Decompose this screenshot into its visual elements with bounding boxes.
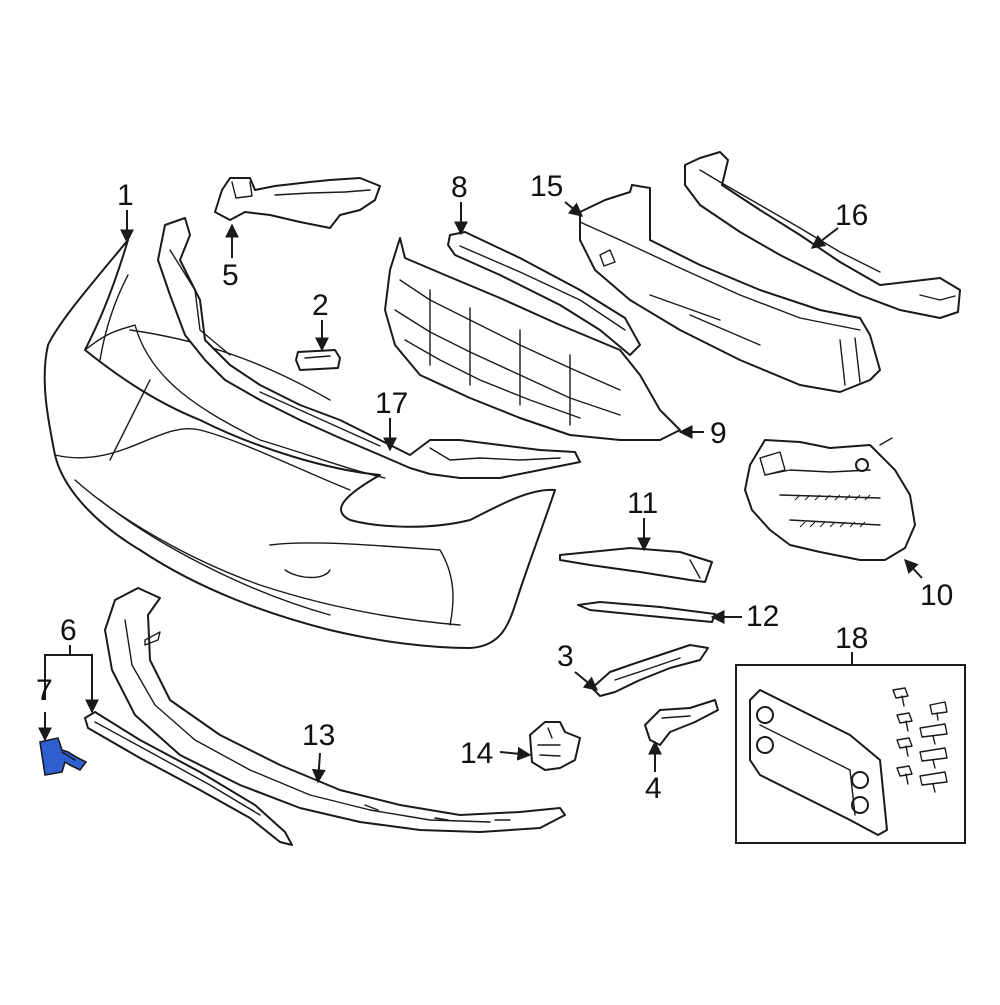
callout-15: 15: [530, 170, 563, 203]
lower-spoiler[interactable]: [104, 587, 566, 833]
callout-4: 4: [645, 772, 662, 805]
lower-grille[interactable]: [384, 237, 681, 441]
callout-3: 3: [557, 640, 574, 673]
callout-18: 18: [835, 622, 868, 655]
fastener-group[interactable]: [892, 687, 948, 793]
callout-labels: 1 2 3 4 5 6 7 8 9 10 11 12 13 14 15 16 1…: [36, 170, 953, 805]
license-plate-bracket[interactable]: [749, 689, 888, 836]
license-plate-kit-box: [735, 664, 966, 844]
callout-9: 9: [710, 417, 727, 450]
callout-14: 14: [460, 737, 493, 770]
grille-strip[interactable]: [447, 231, 641, 356]
callout-6: 6: [60, 614, 77, 647]
leader-lines: [38, 201, 923, 784]
bracket-assembly[interactable]: [744, 437, 916, 561]
callout-7: 7: [36, 674, 53, 707]
reinforcement-bar[interactable]: [684, 151, 961, 319]
callout-2: 2: [312, 289, 329, 322]
small-clip[interactable]: [295, 349, 341, 371]
callout-10: 10: [920, 579, 953, 612]
callout-5: 5: [222, 259, 239, 292]
tow-hook-cover[interactable]: [39, 737, 88, 776]
callout-1: 1: [117, 179, 134, 212]
corner-bracket[interactable]: [644, 699, 719, 746]
bumper-cover[interactable]: [43, 239, 556, 649]
callout-17: 17: [375, 387, 408, 420]
side-bracket[interactable]: [591, 644, 709, 697]
energy-absorber[interactable]: [579, 184, 881, 393]
callout-12: 12: [746, 600, 779, 633]
tow-hook-mount[interactable]: [529, 721, 581, 771]
upper-bracket[interactable]: [157, 217, 581, 479]
callout-8: 8: [451, 171, 468, 204]
mount-bracket-upper[interactable]: [214, 177, 381, 229]
callout-11: 11: [627, 487, 658, 520]
callout-13: 13: [302, 719, 335, 752]
trim-strip-upper[interactable]: [559, 547, 713, 583]
trim-strip-lower[interactable]: [577, 601, 716, 623]
lower-trim-strip[interactable]: [84, 711, 293, 846]
callout-16: 16: [835, 199, 868, 232]
